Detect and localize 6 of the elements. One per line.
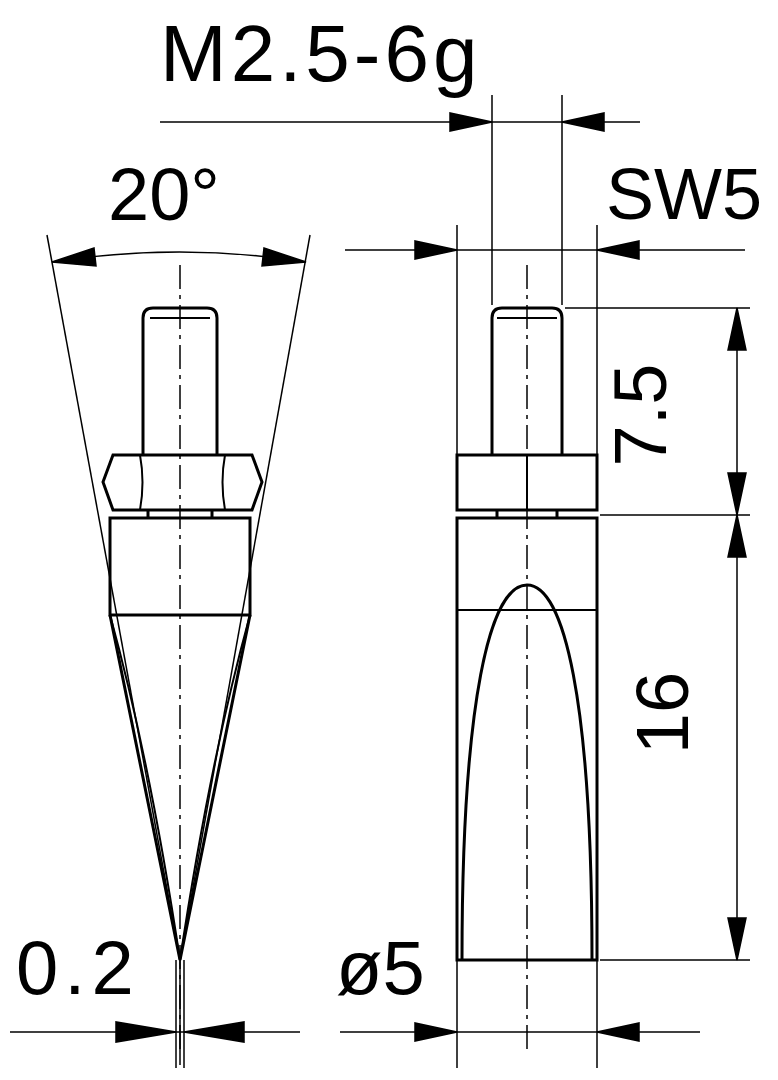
dimension-label: 0.2 [16, 930, 140, 1006]
dimension-label: 16 [626, 671, 701, 755]
dimension-label: SW5 [606, 158, 763, 230]
dimension-label: 20° [108, 158, 220, 232]
dimension-label: 7.5 [604, 363, 679, 467]
dimension-label: ø5 [336, 930, 425, 1006]
